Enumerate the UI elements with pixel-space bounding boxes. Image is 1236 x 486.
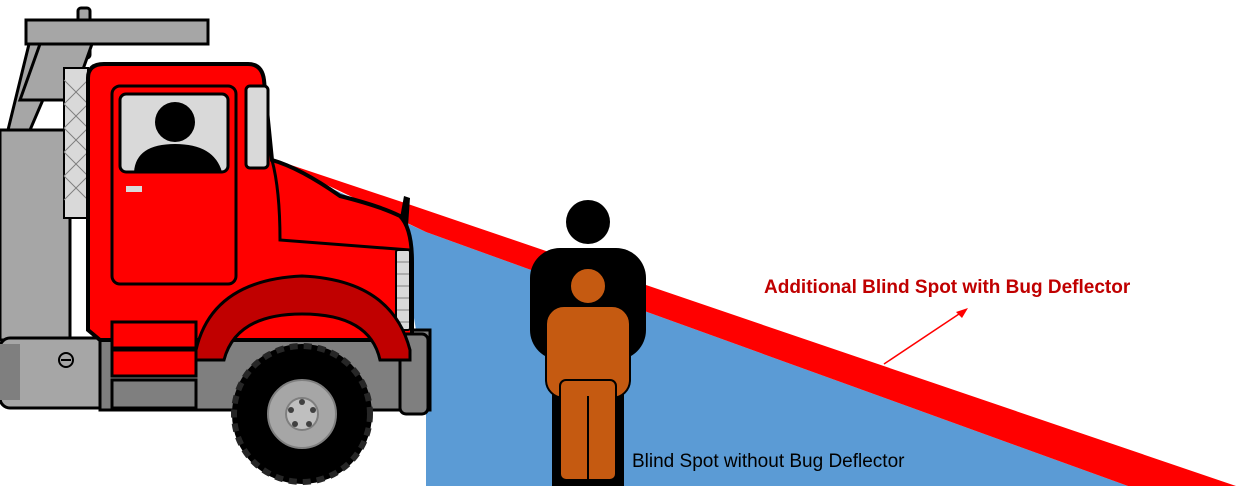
step-lower [112, 380, 196, 408]
dump-truck-icon [0, 8, 430, 484]
additional-blind-spot-label: Additional Blind Spot with Bug Deflector [764, 277, 1131, 298]
door-handle [126, 186, 142, 192]
cab-guard [26, 20, 208, 44]
step-upper [112, 322, 196, 348]
front-wheel-icon [232, 344, 372, 484]
dump-bed [0, 130, 70, 340]
blind-spot-label: Blind Spot without Bug Deflector [632, 451, 905, 472]
step-middle [112, 350, 196, 376]
rear-window [246, 86, 268, 168]
mesh-screen [64, 68, 88, 218]
callout-arrow [884, 308, 968, 364]
